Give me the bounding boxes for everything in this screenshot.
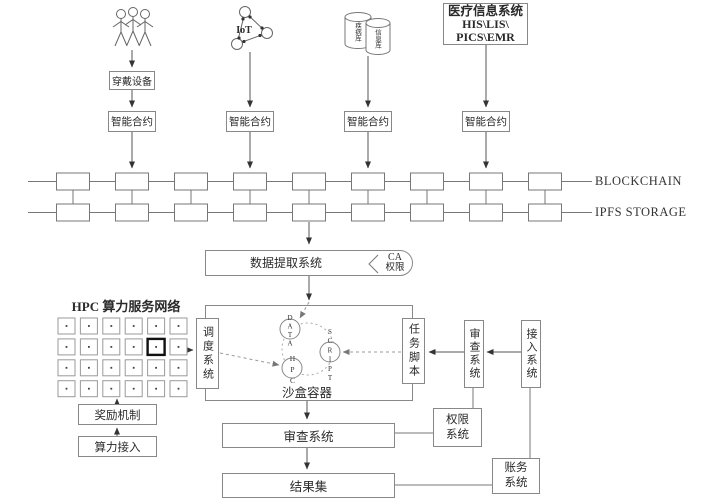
hospital-line1: 医疗信息系统 [447,3,523,18]
db-right-label: 信息库 [373,29,381,49]
chain-node-blocks [56,172,562,222]
review-main-box: 审查系统 [222,423,395,448]
ipfs-storage-label: IPFS STORAGE [595,205,687,219]
smart-contract-1: 智能合约 [108,111,156,132]
wearable-device-box: 穿戴设备 [109,71,155,90]
permission-system-label: 权限系统 [446,413,469,441]
data-extraction-bar: 数据提取系统 CA 权限 [205,250,413,276]
database-icon [344,12,391,55]
data-node-word: DATA [286,314,294,348]
iot-icon [231,6,273,50]
data-node-circle [279,318,301,340]
db-left-label: 疾病库 [353,22,361,42]
hpc-node-word: HPC [288,354,297,387]
accounting-system-box: 账务系统 [492,458,540,494]
ca-chevron-icon [368,254,379,274]
hospital-system-box: 医疗信息系统 HIS\LIS\ PICS\EMR [443,3,528,45]
sandbox-label: 沙盒容器 [281,385,332,400]
smart-contract-4: 智能合约 [462,111,510,132]
accounting-system-label: 账务系统 [504,462,528,489]
hpc-node-circle [281,357,303,379]
data-extraction-label: 数据提取系统 [249,256,322,270]
hospital-line3: PICS\EMR [456,29,515,44]
ca-badge-line2: 权限 [385,263,405,273]
permission-system-box: 权限系统 [433,408,482,447]
hpc-network-title: HPC 算力服务网络 [71,298,181,314]
access-system-box: 接入系统 [521,320,541,388]
hpc-node-grid [57,317,188,398]
ca-badge: CA 权限 [380,252,410,274]
task-script-box: 任务脚本 [402,318,425,384]
hospital-line2: HIS\LIS\ [462,16,509,31]
blockchain-label: BLOCKCHAIN [595,174,682,188]
sandbox-cycle [279,318,341,379]
script-node-circle [319,341,341,363]
ca-badge-line1: CA [388,252,402,263]
reward-box: 奖励机制 [78,404,157,425]
script-node-word: SCRIPT [326,328,334,384]
scheduler-box: 调度系统 [196,318,219,389]
power-access-box: 算力接入 [78,436,157,457]
connector-arrows [114,44,521,470]
people-icon [112,7,154,47]
smart-contract-3: 智能合约 [344,111,392,132]
iot-label: IoT [236,25,252,36]
result-set-box: 结果集 [222,473,395,498]
smart-contract-2: 智能合约 [226,111,274,132]
review-side-box: 审查系统 [464,320,484,388]
dashed-connectors [219,301,401,367]
